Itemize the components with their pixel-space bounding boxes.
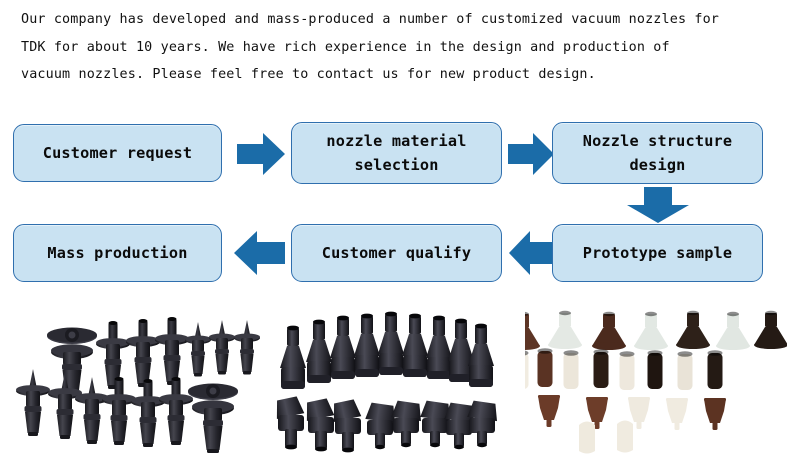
arrow-right-request-to-material — [237, 133, 285, 175]
flow-box-nozzle-material-line2: selection — [354, 156, 439, 174]
flow-box-prototype-sample[interactable]: Prototype sample — [552, 224, 763, 282]
flow-box-nozzle-material-line1: nozzle material — [326, 132, 467, 150]
flow-box-nozzle-structure-line1: Nozzle structure — [582, 132, 733, 150]
flow-box-mass-production-label: Mass production — [47, 244, 188, 262]
arrow-left-qualify-to-mass — [234, 231, 285, 275]
flow-box-nozzle-structure-line2: design — [629, 156, 686, 174]
intro-line-3: vacuum nozzles. Please feel free to cont… — [21, 67, 596, 82]
flow-box-mass-production[interactable]: Mass production — [13, 224, 222, 282]
flow-box-prototype-sample-label: Prototype sample — [582, 244, 733, 262]
flow-box-customer-request[interactable]: Customer request — [13, 124, 222, 182]
flow-box-customer-qualify-label: Customer qualify — [321, 244, 472, 262]
flow-box-nozzle-structure-label: Nozzle structure design — [583, 129, 733, 177]
product-photo-black-nozzle-rows — [263, 296, 525, 467]
flow-box-customer-qualify[interactable]: Customer qualify — [291, 224, 502, 282]
arrow-left-prototype-to-qualify — [509, 231, 555, 275]
intro-line-2: TDK for about 10 years. We have rich exp… — [21, 39, 670, 55]
product-photo-mixed-nozzle-tips — [525, 296, 787, 467]
flow-box-nozzle-structure-design[interactable]: Nozzle structure design — [552, 122, 763, 184]
flow-box-nozzle-material-selection[interactable]: nozzle material selection — [291, 122, 502, 184]
arrow-down-structure-to-prototype — [627, 187, 689, 223]
flow-box-customer-request-label: Customer request — [42, 144, 193, 162]
intro-line-1: Our company has developed and mass-produ… — [21, 12, 720, 27]
product-photo-strip — [0, 296, 787, 467]
arrow-right-material-to-structure — [508, 133, 554, 175]
flow-box-nozzle-material-label: nozzle material selection — [326, 129, 466, 177]
product-photo-black-nozzles-spread — [0, 296, 263, 467]
intro-paragraph: Our company has developed and mass-produ… — [21, 6, 769, 89]
